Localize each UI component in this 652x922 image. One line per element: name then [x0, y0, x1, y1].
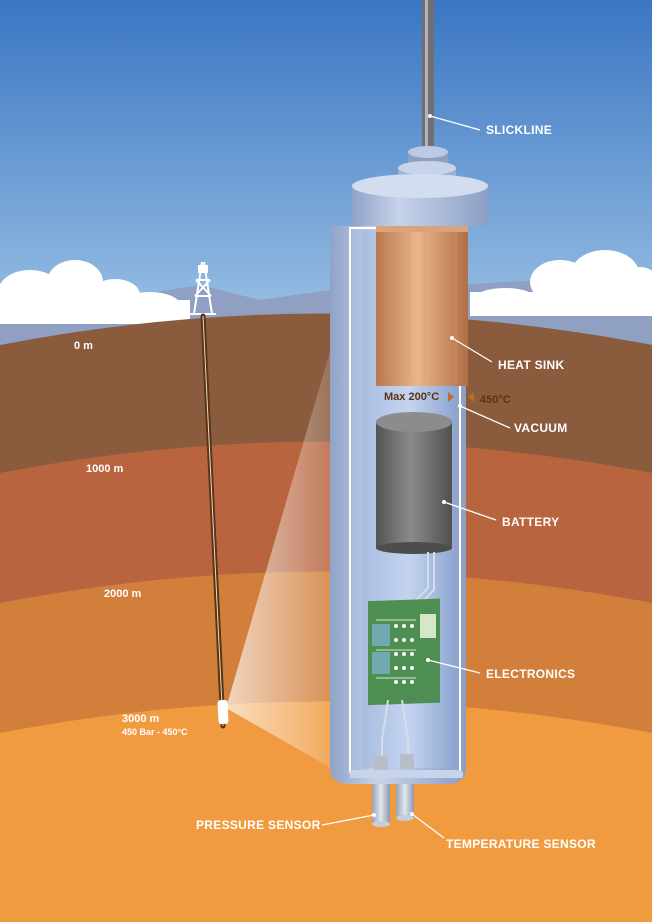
depth-label-1000: 1000 m — [86, 463, 124, 475]
label-temperature-sensor: TEMPERATURE SENSOR — [446, 837, 596, 851]
cloud-left — [0, 260, 190, 324]
label-battery: BATTERY — [502, 515, 559, 529]
depth-label-0: 0 m — [74, 340, 93, 352]
light-beam — [226, 300, 352, 780]
cloud-right — [470, 250, 652, 316]
earth-layer-3000 — [0, 701, 652, 922]
drilling-rig-icon — [190, 261, 216, 315]
bottom-conditions-label: 450 Bar - 450°C — [122, 727, 188, 737]
battery — [376, 422, 452, 548]
max-temp-label: Max 200°C — [384, 391, 439, 403]
heat-sink — [376, 226, 468, 386]
leader-lines — [321, 115, 511, 839]
depth-label-3000: 3000 m — [122, 713, 160, 725]
temp-arrow-right-icon — [448, 392, 454, 402]
tool-marker — [217, 699, 229, 725]
borehole-highlight — [202, 315, 224, 727]
label-electronics: ELECTRONICS — [486, 667, 575, 681]
electronics-pcb — [368, 598, 440, 706]
label-vacuum: VACUUM — [514, 421, 568, 435]
temperature-sensor — [396, 784, 414, 818]
label-heat-sink: HEAT SINK — [498, 358, 565, 372]
label-pressure-sensor: PRESSURE SENSOR — [196, 818, 321, 832]
outside-temp-label: 450°C — [480, 394, 511, 406]
label-slickline: SLICKLINE — [486, 123, 552, 137]
pressure-sensor — [372, 784, 390, 824]
depth-label-2000: 2000 m — [104, 588, 142, 600]
temp-arrow-left-icon — [468, 392, 474, 402]
